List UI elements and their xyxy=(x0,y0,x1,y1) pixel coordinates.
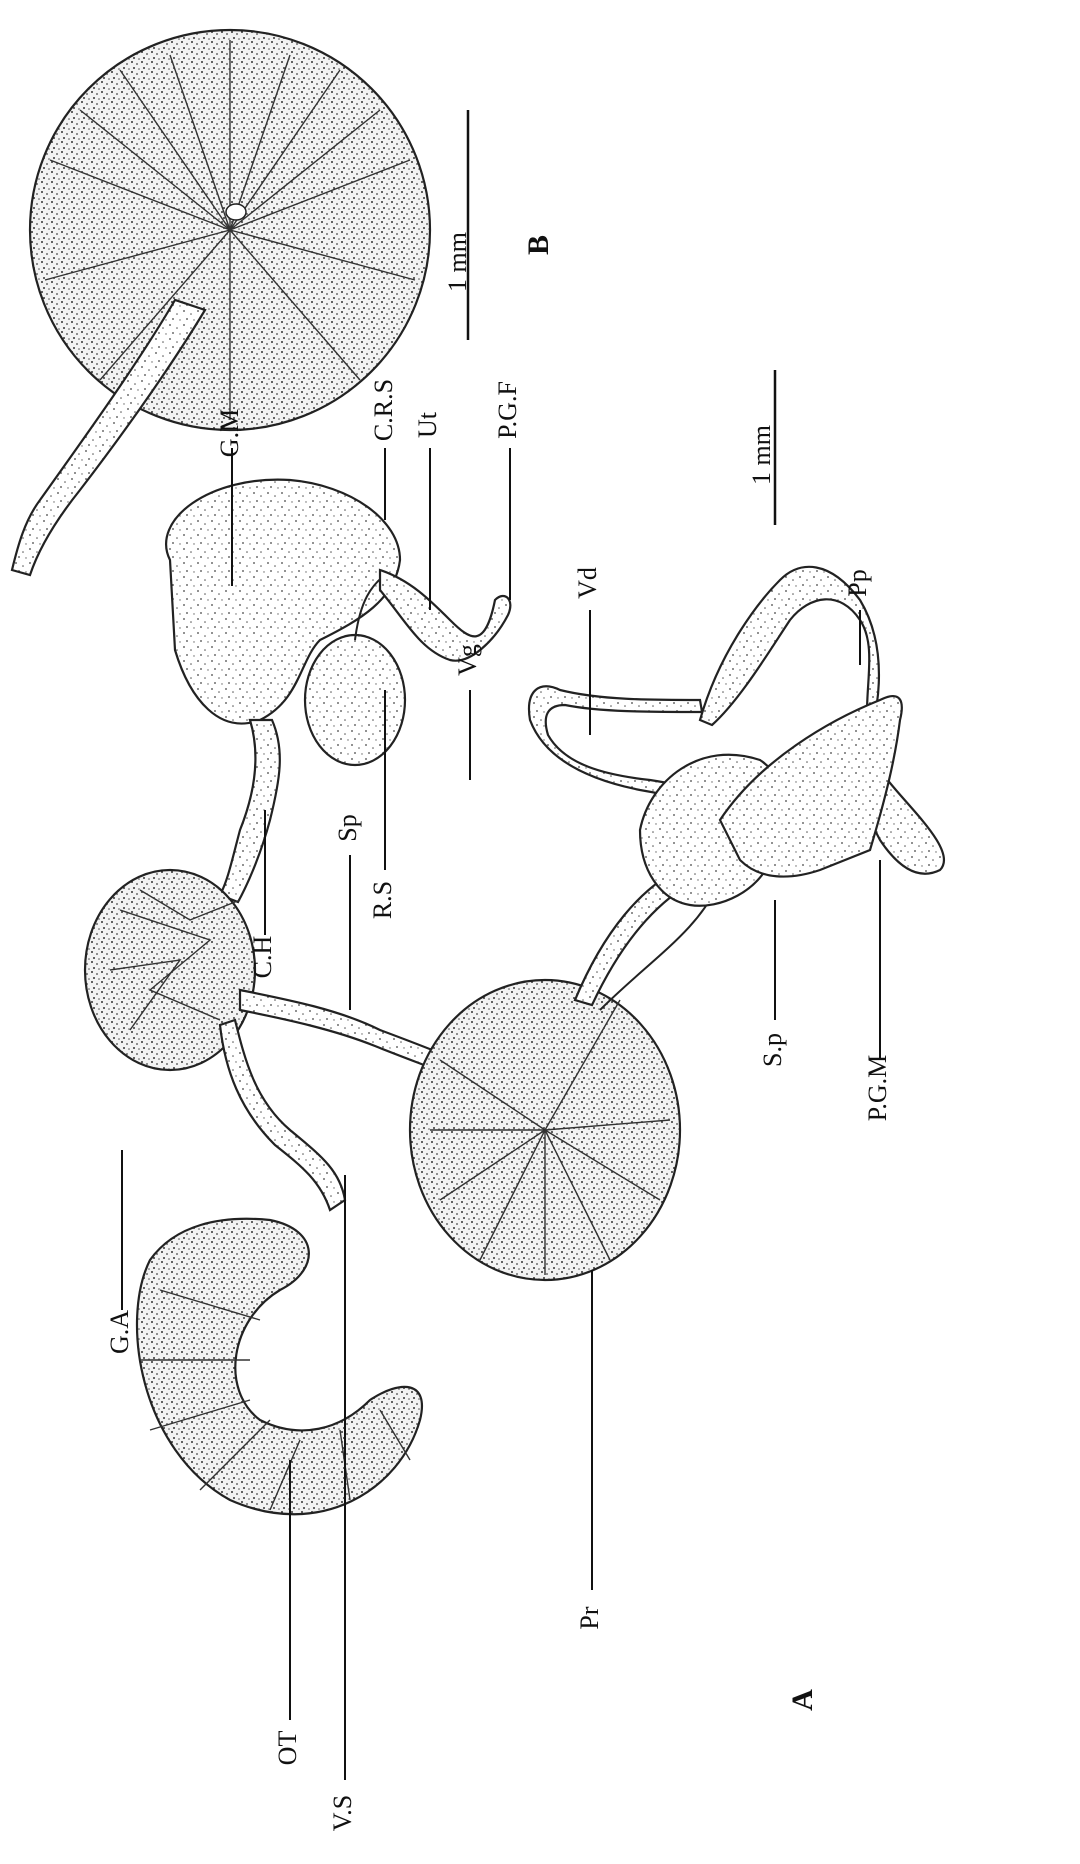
panel-label-a: A xyxy=(786,1689,819,1711)
duct-ut-vg xyxy=(380,570,510,661)
label-crs: C.R.S xyxy=(369,379,398,441)
panel-label-b: B xyxy=(522,235,555,255)
label-gm: G.M xyxy=(215,409,244,457)
label-pr: Pr xyxy=(575,1606,604,1629)
duct-ch xyxy=(220,720,280,902)
label-sp2: S.p xyxy=(758,1033,787,1067)
scale-label-b: 1 mm xyxy=(443,232,472,292)
organ-pgm xyxy=(720,696,902,876)
label-pgm: P.G.M xyxy=(863,1055,892,1121)
label-vd: Vd xyxy=(573,567,602,599)
label-pp: Pp xyxy=(843,569,872,596)
label-ot: OT xyxy=(273,1731,302,1766)
label-ch: C.H xyxy=(248,935,277,978)
label-rs: R.S xyxy=(368,881,397,919)
label-vs: V.S xyxy=(328,1795,357,1831)
label-vg: Vg xyxy=(453,644,482,676)
scale-label-a: 1 mm xyxy=(747,425,776,485)
label-ga: G.A xyxy=(105,1310,134,1354)
organ-rs xyxy=(305,635,405,765)
gland-ot xyxy=(137,1219,422,1514)
duct-vs xyxy=(220,1020,345,1210)
panel-a-drawing xyxy=(85,480,944,1515)
label-ut: Ut xyxy=(413,411,442,438)
label-pgf: P.G.F xyxy=(493,381,522,439)
label-sp: Sp xyxy=(333,814,362,841)
